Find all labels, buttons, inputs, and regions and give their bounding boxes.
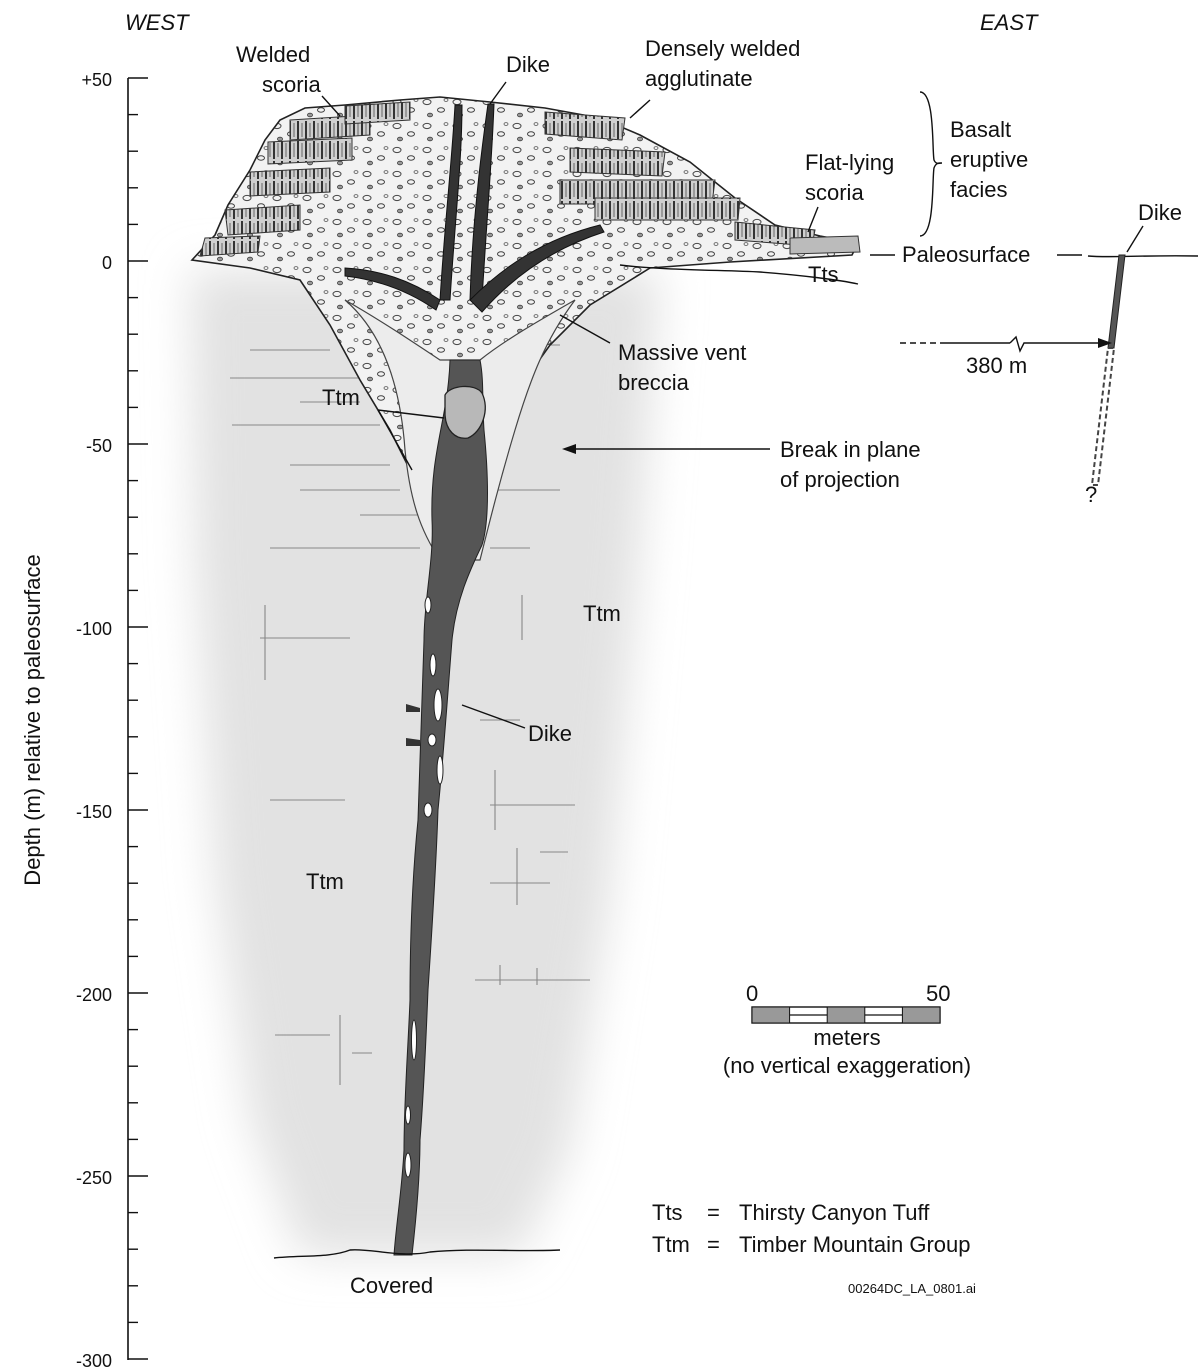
- axis-ticks: [128, 78, 148, 1359]
- label-break-2: of projection: [780, 467, 900, 492]
- label-paleosurface: Paleosurface: [902, 242, 1030, 267]
- file-id: 00264DC_LA_0801.ai: [848, 1281, 976, 1296]
- depth-axis: [128, 78, 148, 1360]
- label-covered: Covered: [350, 1273, 433, 1298]
- tick-label-minus300: -300: [76, 1351, 112, 1369]
- east-dike: [1092, 255, 1125, 485]
- label-basalt-2: eruptive: [950, 147, 1028, 172]
- label-ttm-right: Ttm: [583, 601, 621, 626]
- label-dike-east: Dike: [1138, 200, 1182, 225]
- legend-row1-abbr: Tts: [652, 1200, 683, 1225]
- west-label: WEST: [125, 10, 190, 35]
- label-break-1: Break in plane: [780, 437, 921, 462]
- axis-label: Depth (m) relative to paleosurface: [20, 554, 45, 885]
- tick-label-minus250: -250: [76, 1168, 112, 1188]
- legend-row2-name: Timber Mountain Group: [739, 1232, 971, 1257]
- label-welded-scoria-1: Welded: [236, 42, 310, 67]
- legend-row1-eq: =: [707, 1200, 720, 1225]
- legend: Tts = Thirsty Canyon Tuff Ttm = Timber M…: [652, 1200, 971, 1257]
- label-ttm-clast: Ttm: [322, 385, 360, 410]
- label-dike-top: Dike: [506, 52, 550, 77]
- tick-label-minus150: -150: [76, 802, 112, 822]
- label-question: ?: [1085, 482, 1097, 507]
- tick-label-minus200: -200: [76, 985, 112, 1005]
- tick-label-plus50: +50: [81, 70, 112, 90]
- label-dike-mid: Dike: [528, 721, 572, 746]
- label-distance: 380 m: [966, 353, 1027, 378]
- label-welded-scoria-2: scoria: [262, 72, 321, 97]
- legend-row1-name: Thirsty Canyon Tuff: [739, 1200, 930, 1225]
- scale-note: (no vertical exaggeration): [723, 1053, 971, 1078]
- label-massive-vent-1: Massive vent: [618, 340, 746, 365]
- label-flat-lying-2: scoria: [805, 180, 864, 205]
- axis-tick-labels: +50 0 -50 -100 -150 -200 -250 -300: [76, 70, 112, 1369]
- label-densely-welded-2: agglutinate: [645, 66, 753, 91]
- label-flat-lying-1: Flat-lying: [805, 150, 894, 175]
- label-massive-vent-2: breccia: [618, 370, 690, 395]
- tick-label-minus100: -100: [76, 619, 112, 639]
- label-basalt-3: facies: [950, 177, 1007, 202]
- scale-unit: meters: [813, 1025, 880, 1050]
- label-basalt-1: Basalt: [950, 117, 1011, 142]
- scale-left-value: 0: [746, 981, 758, 1006]
- tick-label-minus50: -50: [86, 436, 112, 456]
- legend-row2-eq: =: [707, 1232, 720, 1257]
- label-tts: Tts: [808, 262, 839, 287]
- label-densely-welded-1: Densely welded: [645, 36, 800, 61]
- tick-label-0: 0: [102, 253, 112, 273]
- scale-right-value: 50: [926, 981, 950, 1006]
- east-label: EAST: [980, 10, 1039, 35]
- legend-row2-abbr: Ttm: [652, 1232, 690, 1257]
- label-ttm-left: Ttm: [306, 869, 344, 894]
- scale-bar: 0 50 meters (no vertical exaggeration): [723, 981, 971, 1078]
